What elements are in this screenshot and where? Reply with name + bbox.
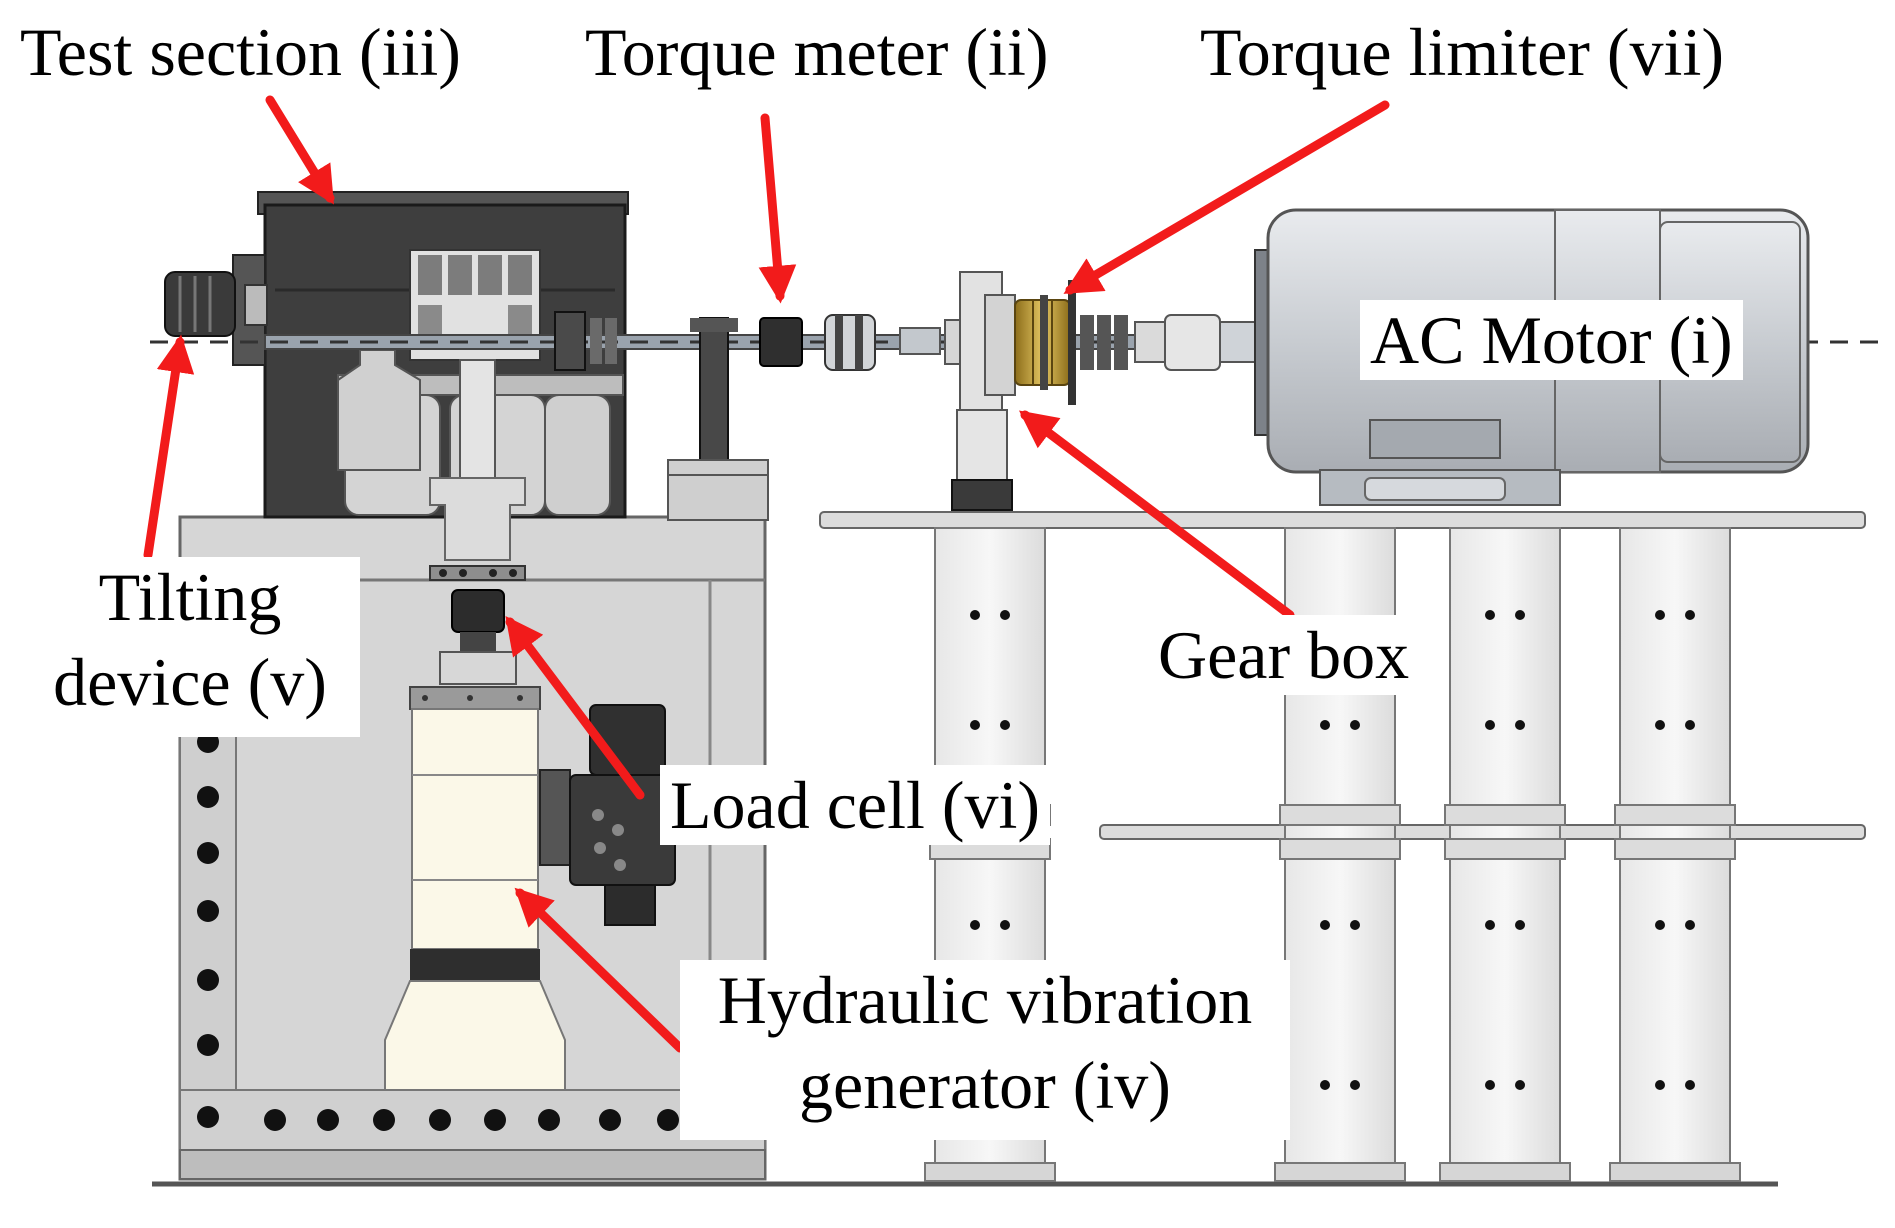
annotation-arrows [143, 95, 1390, 1053]
label-test-section: Test section (iii) [20, 14, 461, 90]
arrow-test-section [265, 95, 335, 205]
label-hydraulic-vibration-generator: Hydraulic vibration generator (iv) [680, 960, 1290, 1140]
frame-bolt-holes [197, 731, 679, 1131]
torque-limiter-unit [1014, 280, 1256, 405]
label-gear-box: Gear box [1148, 615, 1420, 696]
arrow-hydraulic [514, 887, 685, 1053]
loading-rod [429, 359, 526, 581]
label-hydraulic-line2: generator (iv) [799, 1047, 1171, 1123]
arrow-gear-box [1018, 410, 1295, 620]
arrow-torque-limiter [1063, 100, 1390, 295]
label-ac-motor: AC Motor (i) [1360, 300, 1743, 381]
load-cell [439, 589, 517, 685]
label-torque-meter: Torque meter (ii) [585, 14, 1049, 90]
gear-box-unit [944, 271, 1016, 511]
column-bolt-dots [970, 610, 1695, 1090]
test-section-housing [232, 191, 629, 519]
label-hydraulic-line1: Hydraulic vibration [717, 962, 1253, 1038]
tilting-device-knob [164, 271, 268, 337]
arrow-torque-meter [758, 113, 797, 304]
label-load-cell: Load cell (vi) [660, 765, 1051, 846]
arrow-load-cell [505, 615, 645, 800]
label-tilting-device: Tilting device (v) [20, 557, 360, 737]
label-tilting-line2: device (v) [53, 644, 327, 720]
label-tilting-line1: Tilting [98, 559, 282, 635]
label-torque-limiter: Torque limiter (vii) [1200, 14, 1724, 90]
arrow-tilting-device [143, 334, 195, 560]
torque-meter-unit [759, 314, 941, 371]
shaft-support-pedestal [667, 317, 769, 521]
